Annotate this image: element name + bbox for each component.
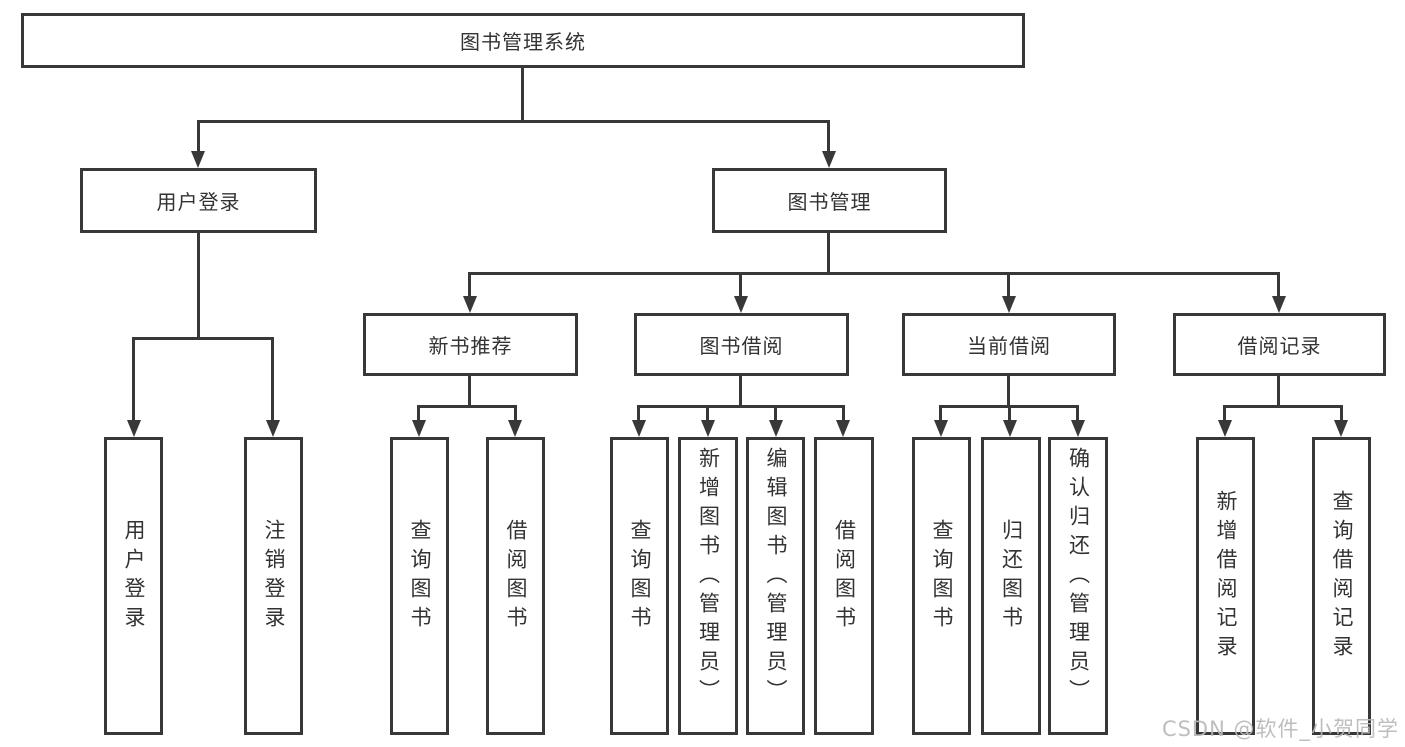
connector-line bbox=[271, 337, 274, 422]
leaf-query-books: 查询图书 bbox=[610, 437, 669, 735]
connector-line bbox=[417, 405, 420, 422]
arrow-down-icon bbox=[266, 420, 280, 437]
connector-line bbox=[739, 374, 742, 408]
connector-line bbox=[706, 405, 709, 422]
connector-line bbox=[468, 374, 471, 408]
leaf-add-borrow-record: 新增借阅记录 bbox=[1196, 437, 1255, 735]
connector-line bbox=[132, 337, 274, 340]
connector-line bbox=[939, 405, 942, 422]
connector-line bbox=[197, 120, 200, 153]
connector-line bbox=[842, 405, 845, 422]
node-label: 图书借阅 bbox=[699, 334, 784, 358]
connector-line bbox=[1277, 272, 1280, 298]
connector-line bbox=[1223, 405, 1226, 422]
node-root: 图书管理系统 bbox=[21, 13, 1025, 68]
node-book-management: 图书管理 bbox=[712, 168, 947, 233]
node-label: 查询图书 bbox=[408, 519, 432, 635]
arrow-down-icon bbox=[508, 420, 522, 437]
node-user-login: 用户登录 bbox=[80, 168, 317, 233]
connector-line bbox=[514, 405, 517, 422]
node-label: 借阅记录 bbox=[1237, 334, 1322, 358]
arrow-down-icon bbox=[836, 420, 850, 437]
connector-line bbox=[774, 405, 777, 422]
arrow-down-icon bbox=[734, 296, 748, 313]
arrow-down-icon bbox=[934, 420, 948, 437]
node-label: 图书管理 bbox=[787, 190, 872, 214]
connector-line bbox=[1007, 374, 1010, 408]
node-label: 用户登录 bbox=[156, 190, 241, 214]
arrow-down-icon bbox=[632, 420, 646, 437]
connector-line bbox=[197, 120, 830, 123]
arrow-down-icon bbox=[1218, 420, 1232, 437]
arrow-down-icon bbox=[412, 420, 426, 437]
leaf-query-borrow-record: 查询借阅记录 bbox=[1312, 437, 1371, 735]
node-label: 用户登录 bbox=[122, 519, 146, 635]
leaf-user-login: 用户登录 bbox=[104, 437, 163, 735]
connector-line bbox=[1277, 374, 1280, 408]
leaf-query-books: 查询图书 bbox=[912, 437, 971, 735]
arrow-down-icon bbox=[1334, 420, 1348, 437]
arrow-down-icon bbox=[701, 420, 715, 437]
connector-line bbox=[1340, 405, 1343, 422]
arrow-down-icon bbox=[1002, 296, 1016, 313]
leaf-borrow-books: 借阅图书 bbox=[814, 437, 874, 735]
node-label: 确认归还（管理员） bbox=[1066, 446, 1091, 708]
node-label: 新增借阅记录 bbox=[1214, 490, 1238, 664]
arrow-down-icon bbox=[822, 151, 836, 168]
arrow-down-icon bbox=[1003, 420, 1017, 437]
leaf-borrow-books: 借阅图书 bbox=[486, 437, 545, 735]
node-book-borrowing: 图书借阅 bbox=[634, 313, 849, 376]
leaf-query-books: 查询图书 bbox=[390, 437, 449, 735]
node-label: 当前借阅 bbox=[967, 334, 1051, 358]
node-label: 编辑图书（管理员） bbox=[764, 446, 788, 708]
node-label: 查询图书 bbox=[628, 519, 652, 635]
connector-line bbox=[468, 272, 471, 298]
node-label: 归还图书 bbox=[999, 519, 1024, 635]
leaf-edit-books-admin: 编辑图书（管理员） bbox=[746, 437, 805, 735]
node-label: 新增图书（管理员） bbox=[696, 446, 721, 708]
arrow-down-icon bbox=[127, 420, 141, 437]
connector-line bbox=[132, 337, 135, 422]
connector-line bbox=[521, 68, 524, 122]
leaf-logout: 注销登录 bbox=[244, 437, 303, 735]
node-label: 借阅图书 bbox=[832, 519, 857, 635]
node-borrow-records: 借阅记录 bbox=[1173, 313, 1386, 376]
watermark: CSDN @软件_小贺同学 bbox=[1161, 717, 1399, 741]
connector-line bbox=[637, 405, 640, 422]
connector-line bbox=[637, 405, 845, 408]
arrow-down-icon bbox=[463, 296, 477, 313]
connector-line bbox=[1223, 405, 1343, 408]
connector-line bbox=[739, 272, 742, 298]
node-current-borrowing: 当前借阅 bbox=[902, 313, 1116, 376]
node-label: 图书管理系统 bbox=[460, 30, 586, 54]
leaf-confirm-return-admin: 确认归还（管理员） bbox=[1048, 437, 1108, 735]
node-label: 查询借阅记录 bbox=[1330, 490, 1354, 664]
node-label: 注销登录 bbox=[262, 519, 286, 635]
connector-line bbox=[1076, 405, 1079, 422]
connector-line bbox=[1008, 405, 1011, 422]
connector-line bbox=[827, 120, 830, 153]
arrow-down-icon bbox=[1071, 420, 1085, 437]
connector-line bbox=[468, 272, 1280, 275]
node-label: 查询图书 bbox=[930, 519, 954, 635]
node-new-book-recommend: 新书推荐 bbox=[363, 313, 578, 376]
connector-line bbox=[197, 231, 200, 337]
leaf-add-books-admin: 新增图书（管理员） bbox=[678, 437, 738, 735]
node-label: 借阅图书 bbox=[504, 519, 528, 635]
connector-line bbox=[417, 405, 517, 408]
leaf-return-books: 归还图书 bbox=[981, 437, 1041, 735]
arrow-down-icon bbox=[191, 151, 205, 168]
arrow-down-icon bbox=[1272, 296, 1286, 313]
connector-line bbox=[1007, 272, 1010, 298]
arrow-down-icon bbox=[769, 420, 783, 437]
connector-line bbox=[827, 231, 830, 273]
node-label: 新书推荐 bbox=[428, 334, 513, 358]
